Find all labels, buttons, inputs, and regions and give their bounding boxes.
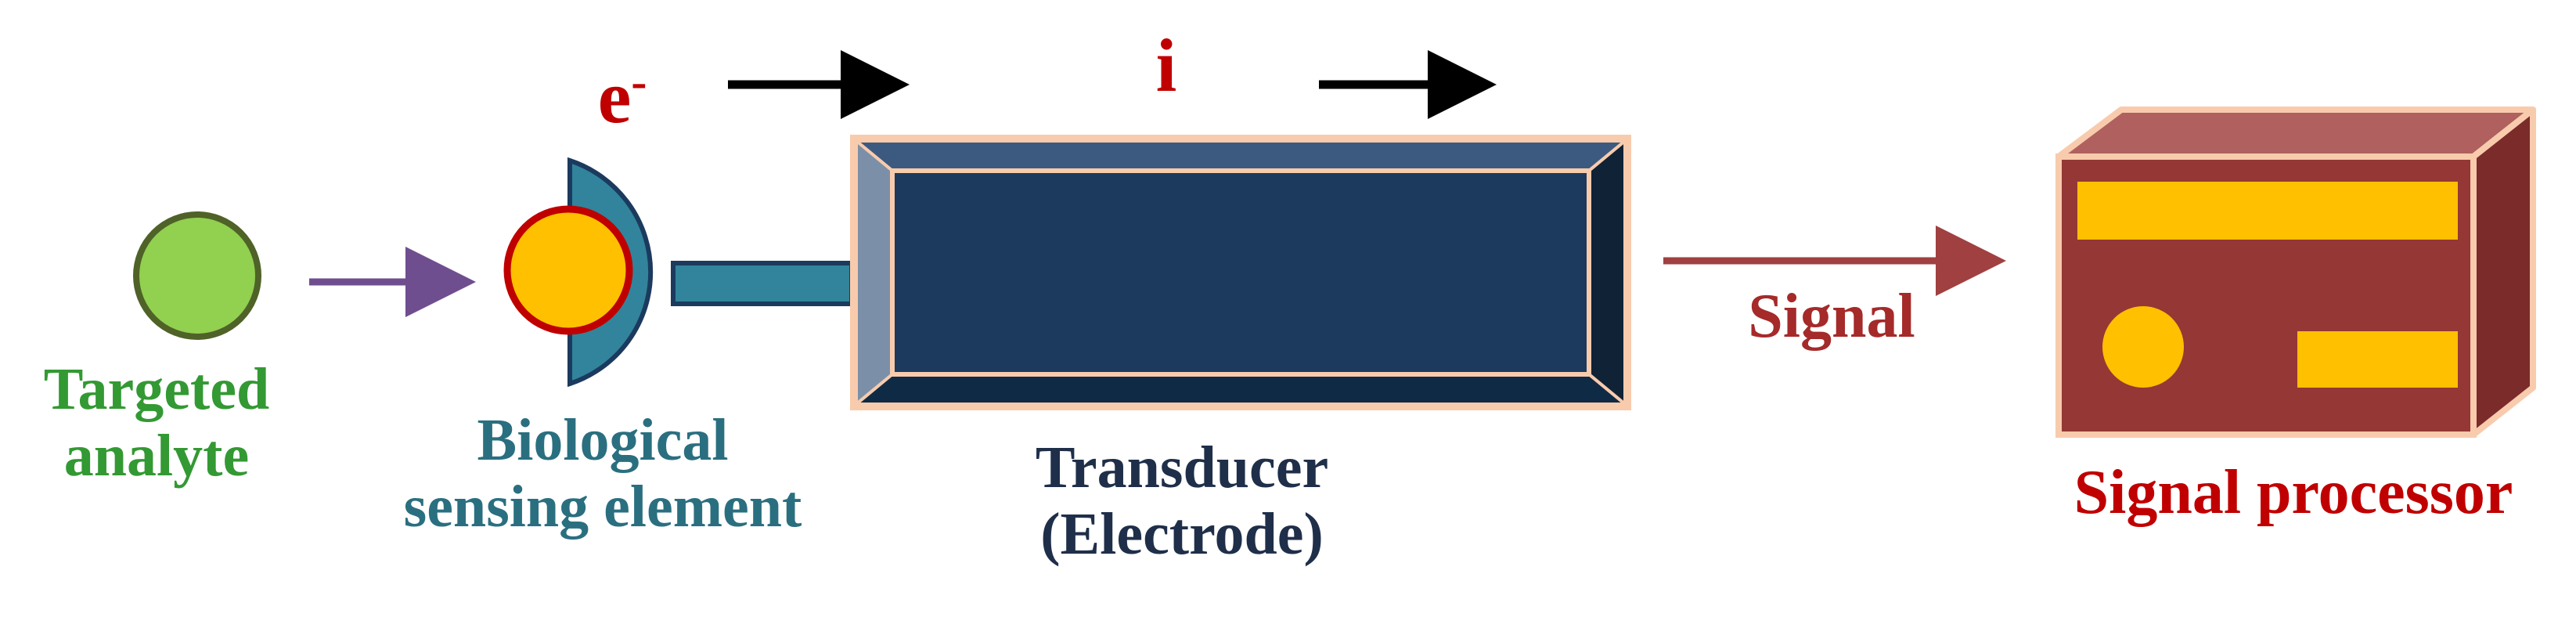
processor-side-face	[2470, 107, 2536, 438]
bio-label-line1: Biological	[477, 407, 729, 473]
targeted-analyte-label-line2: analyte	[63, 423, 250, 489]
signal-processor-label: Signal processor	[2073, 458, 2513, 527]
biological-sensing-element-label: Biological sensing element	[329, 407, 877, 540]
transducer-label: Transducer (Electrode)	[924, 435, 1440, 568]
signal-processor	[2055, 107, 2536, 438]
electron-symbol: e	[597, 55, 632, 139]
bound-analyte-circle	[503, 205, 633, 335]
processor-top-face	[2055, 107, 2536, 160]
electron-charge: -	[631, 56, 647, 107]
signal-label: Signal	[1748, 282, 1915, 351]
transducer-bevel-top	[852, 139, 1630, 172]
transducer-label-line1: Transducer	[1035, 435, 1329, 500]
transducer-electrode	[850, 135, 1631, 410]
biological-sensing-element	[503, 157, 854, 388]
transducer-bevel-right	[1587, 137, 1627, 408]
targeted-analyte-circle	[133, 211, 261, 340]
transducer-label-line2: (Electrode)	[1040, 501, 1324, 568]
processor-button	[2297, 331, 2458, 388]
bio-label-line2: sensing element	[403, 474, 802, 540]
processor-knob	[2102, 306, 2184, 388]
targeted-analyte-label-line1: Targeted	[43, 356, 270, 422]
processor-display	[2077, 182, 2458, 240]
targeted-analyte-label: Targeted analyte	[16, 356, 297, 489]
electron-label: e-	[571, 55, 673, 139]
transducer-bevel-left	[855, 137, 894, 408]
transducer-face	[890, 168, 1591, 377]
transducer-bevel-bottom	[852, 373, 1630, 406]
bioelement-stem	[671, 261, 854, 306]
current-label: i	[1155, 23, 1177, 107]
